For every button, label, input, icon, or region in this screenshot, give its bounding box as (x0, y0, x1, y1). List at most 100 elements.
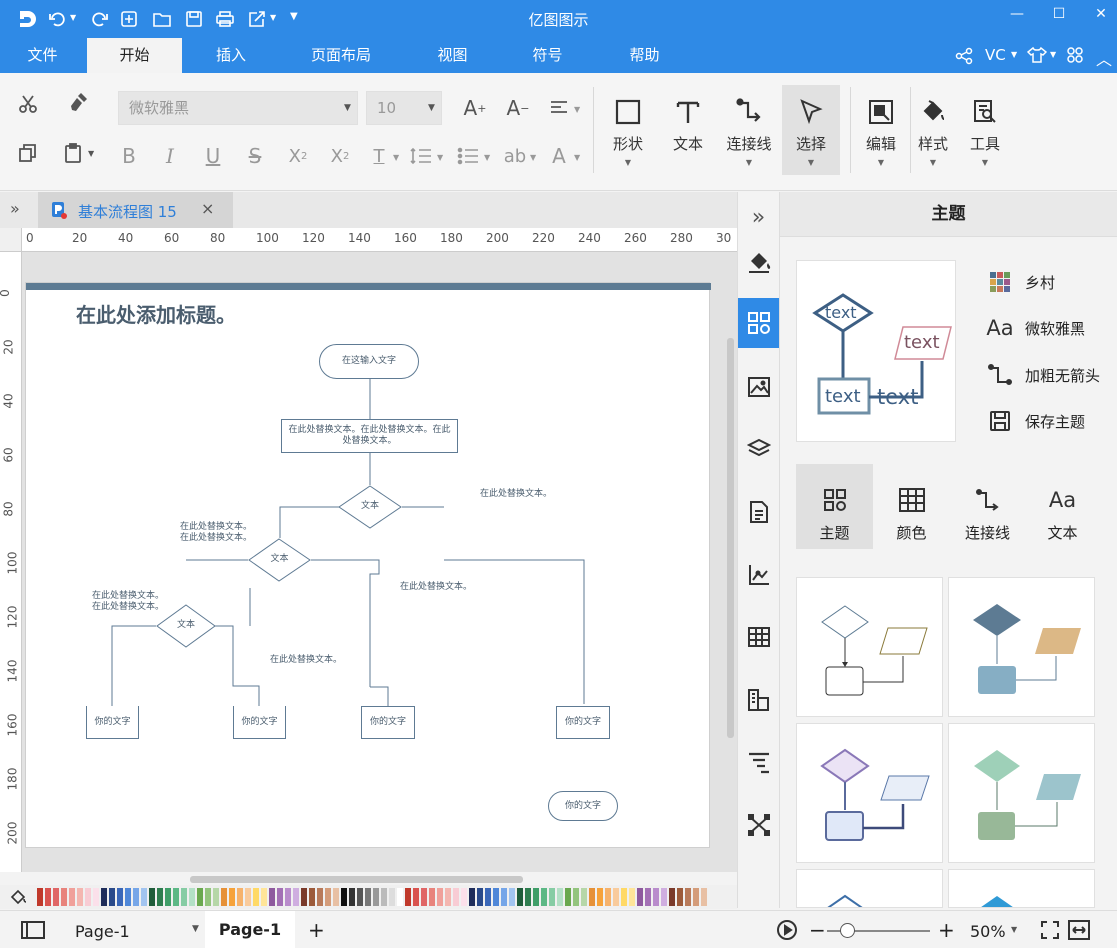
color-swatch[interactable] (85, 888, 91, 906)
fill-bucket-icon[interactable] (9, 888, 27, 910)
layers-icon[interactable] (738, 424, 779, 474)
theme-option-font[interactable]: Aa 微软雅黑 (985, 313, 1085, 343)
underline-icon[interactable]: U (205, 144, 221, 168)
color-swatch[interactable] (389, 888, 395, 906)
zoom-in-icon[interactable]: + (938, 918, 955, 942)
color-swatch[interactable] (573, 888, 579, 906)
color-swatch[interactable] (341, 888, 347, 906)
color-swatch[interactable] (629, 888, 635, 906)
theme-icon[interactable] (738, 298, 779, 348)
page-title[interactable]: 在此处添加标题。 (76, 303, 236, 327)
color-swatch[interactable] (181, 888, 187, 906)
flowchart-end-terminator[interactable]: 你的文字 (548, 791, 618, 821)
color-swatch[interactable] (293, 888, 299, 906)
color-swatch[interactable] (285, 888, 291, 906)
app-logo-icon[interactable] (15, 7, 39, 31)
color-swatch[interactable] (381, 888, 387, 906)
text-case-dropdown-icon[interactable]: ▼ (393, 153, 400, 162)
panel-tab-theme[interactable]: 主题 (796, 464, 873, 549)
apps-grid-icon[interactable] (1066, 46, 1084, 68)
select-button[interactable]: 选择 ▼ (782, 85, 840, 175)
zoom-level[interactable]: 50% (970, 922, 1006, 941)
connector-button[interactable]: 连接线 ▼ (721, 85, 777, 175)
italic-icon[interactable]: I (166, 144, 174, 168)
color-swatch[interactable] (253, 888, 259, 906)
color-swatch[interactable] (117, 888, 123, 906)
color-swatch[interactable] (701, 888, 707, 906)
format-list-icon[interactable] (738, 737, 779, 787)
line-spacing-dropdown-icon[interactable]: ▼ (437, 153, 444, 162)
color-swatch[interactable] (557, 888, 563, 906)
chart-axis-icon[interactable] (738, 550, 779, 600)
color-swatch[interactable] (453, 888, 459, 906)
font-color-dropdown-icon[interactable]: ▼ (574, 153, 581, 162)
color-swatch[interactable] (173, 888, 179, 906)
tools-button[interactable]: 工具 ▼ (957, 85, 1013, 175)
add-page-button[interactable]: + (308, 918, 325, 942)
diagram-page[interactable]: 在此处添加标题。 在这输入文字 在此处替换文本。在此处替换文本。在此处替换文本。… (25, 282, 711, 848)
color-swatch[interactable] (613, 888, 619, 906)
new-icon[interactable] (117, 7, 141, 31)
panel-tab-color[interactable]: 颜色 (873, 464, 950, 549)
zoom-slider-thumb[interactable] (840, 923, 855, 938)
export-dropdown-icon[interactable]: ▼ (270, 13, 277, 22)
color-swatch[interactable] (69, 888, 75, 906)
theme-card[interactable] (796, 577, 943, 717)
color-swatch[interactable] (581, 888, 587, 906)
undo-icon[interactable] (45, 7, 69, 31)
text-button[interactable]: 文本 (660, 85, 716, 175)
color-swatch[interactable] (37, 888, 43, 906)
annotation-text[interactable]: 在此处替换文本。 (479, 489, 552, 499)
skin-shirt-icon[interactable] (1026, 46, 1048, 68)
color-swatch[interactable] (597, 888, 603, 906)
color-swatch[interactable] (45, 888, 51, 906)
decrease-font-icon[interactable]: A− (506, 96, 530, 120)
line-spacing-icon[interactable] (408, 143, 434, 169)
theme-option-rustic[interactable]: 乡村 (985, 267, 1055, 297)
fullscreen-icon[interactable] (1040, 920, 1060, 944)
font-size-select[interactable]: 10 (366, 91, 442, 125)
zoom-dropdown-icon[interactable]: ▼ (1011, 925, 1018, 934)
theme-card[interactable] (948, 869, 1095, 908)
zoom-slider-track[interactable] (827, 930, 930, 932)
color-swatch[interactable] (357, 888, 363, 906)
color-swatch[interactable] (605, 888, 611, 906)
page-tab-active[interactable]: Page-1 (205, 911, 295, 948)
user-dropdown-icon[interactable]: ▼ (1011, 50, 1018, 59)
color-swatch[interactable] (277, 888, 283, 906)
customize-quick-access-icon[interactable]: ▼ (290, 11, 298, 22)
color-swatch[interactable] (229, 888, 235, 906)
undo-dropdown-icon[interactable]: ▼ (70, 13, 77, 22)
color-swatch[interactable] (517, 888, 523, 906)
export-icon[interactable] (245, 7, 269, 31)
tab-file[interactable]: 文件 (27, 46, 58, 64)
color-swatch[interactable] (101, 888, 107, 906)
theme-card[interactable] (948, 723, 1095, 863)
flowchart-start-terminator[interactable]: 在这输入文字 (319, 344, 419, 379)
color-swatch[interactable] (109, 888, 115, 906)
color-swatch[interactable] (653, 888, 659, 906)
color-swatch[interactable] (365, 888, 371, 906)
user-avatar[interactable]: VC (985, 46, 1006, 64)
color-swatch[interactable] (77, 888, 83, 906)
color-swatch[interactable] (485, 888, 491, 906)
flowchart-decision[interactable]: 文本 (338, 485, 402, 529)
color-swatch[interactable] (141, 888, 147, 906)
annotation-text[interactable]: 在此处替换文本。在此处替换文本。 (91, 591, 164, 612)
fit-page-icon[interactable] (1068, 920, 1090, 944)
color-swatch[interactable] (197, 888, 203, 906)
color-swatch[interactable] (525, 888, 531, 906)
color-swatch[interactable] (437, 888, 443, 906)
maximize-button[interactable]: ☐ (1052, 6, 1066, 22)
save-theme-button[interactable]: 保存主题 (985, 406, 1085, 436)
color-swatch[interactable] (189, 888, 195, 906)
zoom-out-icon[interactable]: − (809, 918, 826, 942)
collapse-panel-icon[interactable]: » (751, 204, 766, 230)
table-icon[interactable] (738, 612, 779, 662)
page-select-dropdown-icon[interactable]: ▼ (192, 924, 199, 934)
theme-option-connector[interactable]: 加粗无箭头 (985, 360, 1100, 390)
color-swatch[interactable] (149, 888, 155, 906)
text-spacing-icon[interactable]: ab (503, 145, 527, 167)
tab-home[interactable]: 开始 (87, 38, 182, 73)
horizontal-scrollbar[interactable] (190, 876, 523, 883)
